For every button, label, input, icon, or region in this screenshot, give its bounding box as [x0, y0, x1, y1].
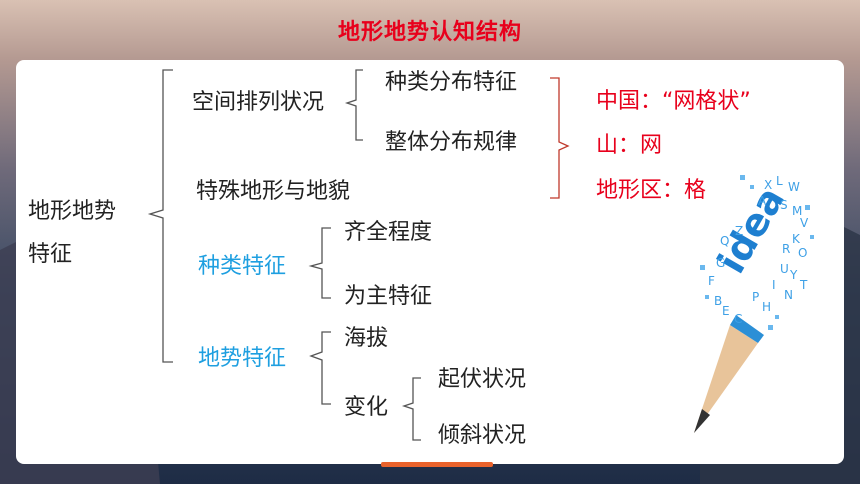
svg-text:R: R — [782, 242, 790, 256]
svg-text:S: S — [780, 198, 788, 212]
node-kind: 种类特征 — [198, 254, 287, 279]
svg-text:Q: Q — [720, 234, 729, 248]
node-shape: 地势特征 — [198, 346, 287, 371]
svg-text:L: L — [776, 174, 783, 188]
node-spatial: 空间排列状况 — [192, 90, 325, 115]
node-bianhua: 变化 — [344, 395, 389, 420]
accent-bar — [381, 462, 493, 467]
svg-text:A: A — [758, 194, 767, 208]
svg-text:V: V — [800, 216, 809, 230]
page-title: 地形地势认知结构 — [337, 20, 522, 45]
svg-text:C: C — [734, 312, 742, 326]
node-qiquan: 齐全程度 — [344, 220, 433, 245]
content-panel — [16, 60, 844, 464]
svg-text:X: X — [764, 178, 772, 192]
svg-text:K: K — [792, 232, 801, 246]
node-qifu: 起伏状况 — [438, 367, 527, 392]
node-weizhu: 为主特征 — [344, 284, 433, 309]
pencil-icon — [694, 315, 764, 433]
svg-text:E: E — [722, 304, 730, 318]
svg-text:U: U — [780, 262, 789, 276]
svg-text:G: G — [716, 256, 725, 270]
root-label-line2: 特征 — [28, 242, 73, 267]
node-haiba: 海拔 — [344, 326, 389, 351]
note-region: 地形区：格 — [596, 178, 707, 203]
svg-text:N: N — [784, 288, 793, 302]
svg-text:Y: Y — [789, 268, 798, 282]
node-special: 特殊地形与地貌 — [196, 179, 351, 204]
svg-text:W: W — [788, 180, 800, 194]
svg-text:Z: Z — [735, 224, 743, 238]
svg-text:B: B — [714, 294, 722, 308]
node-qingxie: 倾斜状况 — [438, 423, 527, 448]
svg-text:O: O — [798, 246, 807, 260]
root-label-line1: 地形地势 — [28, 199, 117, 224]
svg-text:P: P — [752, 290, 759, 304]
svg-text:M: M — [792, 204, 802, 218]
node-overall-dist: 整体分布规律 — [385, 130, 518, 155]
svg-text:T: T — [799, 278, 808, 292]
svg-text:H: H — [762, 300, 771, 314]
note-shan: 山：网 — [596, 133, 663, 158]
note-china: 中国：“网格状” — [596, 89, 751, 114]
svg-text:I: I — [772, 278, 776, 292]
svg-text:F: F — [708, 274, 715, 288]
node-type-dist: 种类分布特征 — [385, 70, 518, 95]
